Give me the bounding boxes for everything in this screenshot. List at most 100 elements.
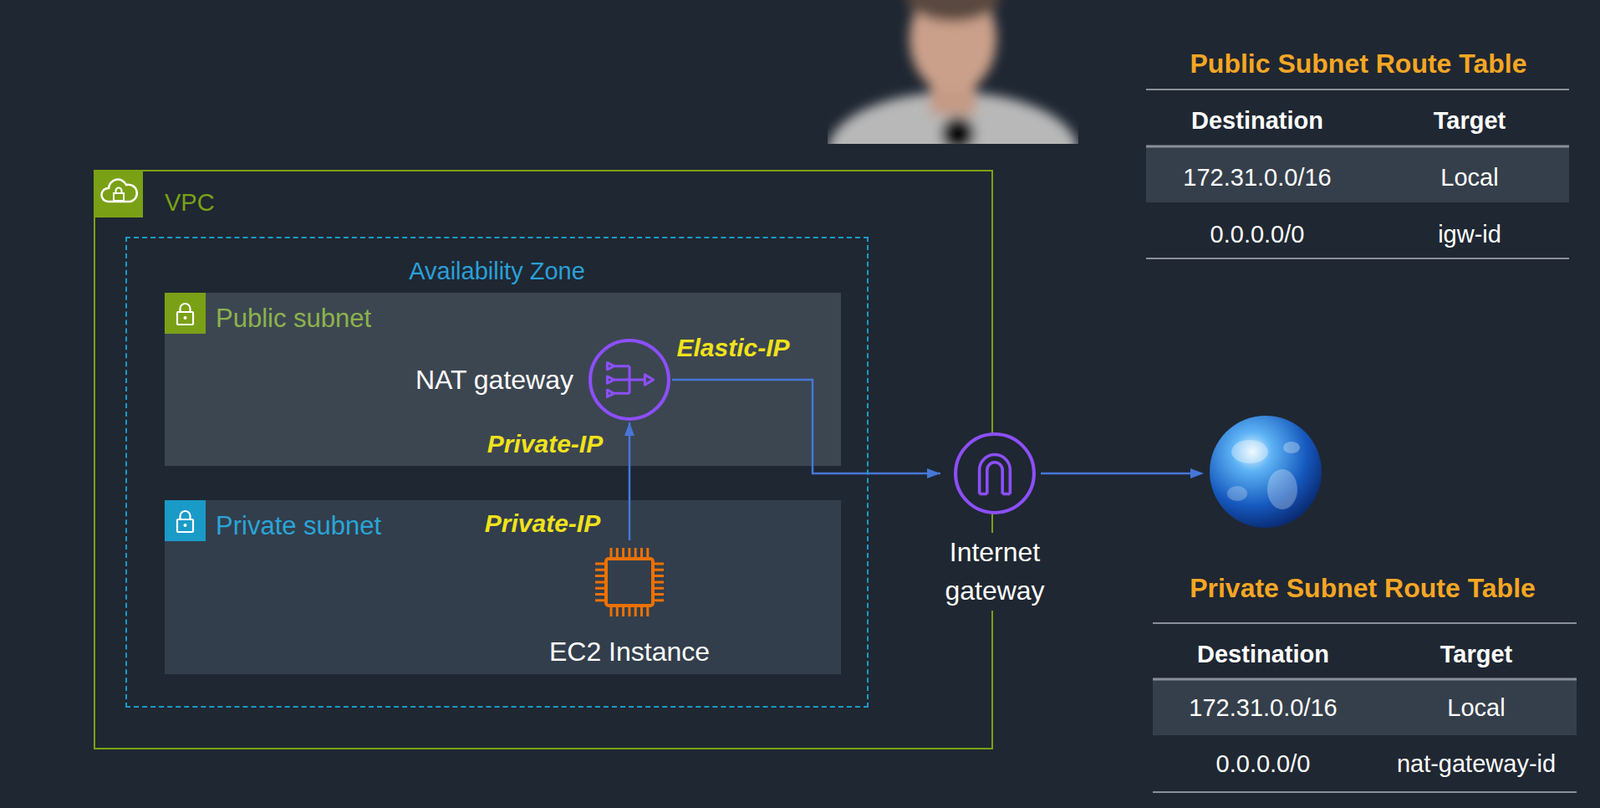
table-header-holder: Destination xyxy=(1191,106,1324,136)
table-header: Destination xyxy=(1191,106,1324,136)
node-label: NAT gateway xyxy=(415,363,574,396)
globe-icon xyxy=(1209,415,1322,528)
node-label-holder: Public subnet xyxy=(215,302,372,334)
drawing-line xyxy=(1152,790,1577,793)
table-title: Private Subnet Route Table xyxy=(1189,571,1536,604)
node-label-holder: Internet gateway xyxy=(940,532,1050,611)
ip-callout: Private-IP xyxy=(487,428,603,459)
drawing-circle xyxy=(955,433,1035,513)
table-cell-holder: 0.0.0.0/0 xyxy=(1216,749,1311,779)
node-label: Availability Zone xyxy=(408,256,586,286)
drawing-rect xyxy=(1146,147,1570,203)
node-label: Internet gateway xyxy=(940,532,1050,611)
ec2-icon xyxy=(587,540,672,624)
private-route-table-grid xyxy=(1152,622,1577,792)
drawing-ellipse xyxy=(1283,441,1300,454)
table-cell-holder: igw-id xyxy=(1437,219,1502,250)
table-cell: igw-id xyxy=(1437,219,1502,250)
drawing-path xyxy=(606,362,646,398)
table-cell-holder: Local xyxy=(1447,692,1505,723)
drawing-path xyxy=(979,454,1011,495)
lockG-icon xyxy=(164,292,206,334)
drawing-path xyxy=(644,374,653,385)
drawing-rect xyxy=(93,169,143,218)
drawing-rect xyxy=(164,499,206,541)
drawing-path xyxy=(180,303,191,312)
igw-icon xyxy=(952,430,1038,516)
drawing-rect xyxy=(113,193,124,201)
ec2-instance: EC2 Instance xyxy=(549,540,710,668)
table-header-holder: Destination xyxy=(1197,639,1330,669)
connector xyxy=(628,422,632,541)
table-cell: 172.31.0.0/16 xyxy=(1182,163,1331,193)
node-label-holder: NAT gateway xyxy=(415,363,574,396)
table-cell-holder: Local xyxy=(1440,163,1499,193)
table-header: Destination xyxy=(1197,639,1330,669)
ip-callout-holder: Private-IP xyxy=(487,428,603,459)
drawing-line xyxy=(1152,621,1577,624)
vpc-box: VPC Availability ZonePublic subnetNAT gat… xyxy=(93,169,994,750)
drawing-rect xyxy=(177,311,194,325)
vpc-icon xyxy=(93,169,143,218)
table-header-holder: Target xyxy=(1433,106,1506,136)
drawing-line xyxy=(1040,472,1193,475)
node-label: VPC xyxy=(164,188,215,218)
drawing-rect xyxy=(1152,679,1577,735)
table-title-holder: Private Subnet Route Table xyxy=(1189,571,1536,604)
table-header: Target xyxy=(1433,106,1506,136)
private-subnet-fill xyxy=(164,499,841,674)
table-cell: 172.31.0.0/16 xyxy=(1188,692,1337,723)
ip-callout: Elastic-IP xyxy=(676,332,790,363)
node-label: EC2 Instance xyxy=(549,635,710,668)
node-label-holder: VPC xyxy=(164,188,215,218)
drawing-line xyxy=(1152,677,1577,681)
table-cell: 0.0.0.0/0 xyxy=(1210,219,1305,250)
drawing-circle xyxy=(183,315,188,320)
drawing-path xyxy=(180,510,191,520)
drawing-ellipse xyxy=(1231,439,1269,464)
table-title-holder: Public Subnet Route Table xyxy=(1190,47,1528,80)
table-header: Target xyxy=(1440,639,1513,669)
drawing-circle xyxy=(590,340,669,419)
drawing-rect xyxy=(177,519,194,532)
drawing-line xyxy=(1146,145,1570,148)
table-cell: Local xyxy=(1447,692,1505,723)
drawing-circle xyxy=(183,523,188,527)
drawing-line xyxy=(1146,88,1570,91)
nat-icon xyxy=(586,336,673,423)
ip-callout-holder: Elastic-IP xyxy=(676,332,790,363)
node-label-holder: Availability Zone xyxy=(408,256,586,286)
table-cell: Local xyxy=(1440,163,1499,193)
node-label-holder: EC2 Instance xyxy=(549,635,710,668)
drawing-circle xyxy=(941,117,975,144)
table-title: Public Subnet Route Table xyxy=(1190,47,1528,80)
drawing-ellipse xyxy=(1227,485,1248,501)
drawing-path xyxy=(116,188,123,194)
table-cell-holder: 172.31.0.0/16 xyxy=(1188,692,1337,723)
drawing-rect xyxy=(164,292,206,334)
node-label: Public subnet xyxy=(215,302,372,334)
lockB-icon xyxy=(164,499,206,541)
drawing-g xyxy=(827,0,1079,144)
internet-arrow xyxy=(1040,468,1204,479)
drawing-line xyxy=(1146,257,1570,260)
connector xyxy=(672,379,941,474)
table-cell: nat-gateway-id xyxy=(1396,749,1556,779)
ip-callout: Private-IP xyxy=(484,508,601,539)
table-cell-holder: 172.31.0.0/16 xyxy=(1182,163,1331,193)
availability-zone-box: Availability ZonePublic subnetNAT gatewa… xyxy=(125,236,869,708)
drawing-ellipse xyxy=(1267,468,1298,510)
table-header-holder: Target xyxy=(1440,639,1513,669)
node-label: Private subnet xyxy=(215,509,382,541)
node-label-holder: Private subnet xyxy=(215,509,382,541)
drawing-path xyxy=(595,547,664,617)
ip-callout-holder: Private-IP xyxy=(484,508,601,539)
drawing-rect xyxy=(606,558,653,606)
nat-gateway: NAT gateway xyxy=(415,336,673,423)
public-route-table-grid xyxy=(1146,89,1570,259)
table-cell-holder: nat-gateway-id xyxy=(1396,749,1556,779)
presenter-video xyxy=(827,0,1079,144)
